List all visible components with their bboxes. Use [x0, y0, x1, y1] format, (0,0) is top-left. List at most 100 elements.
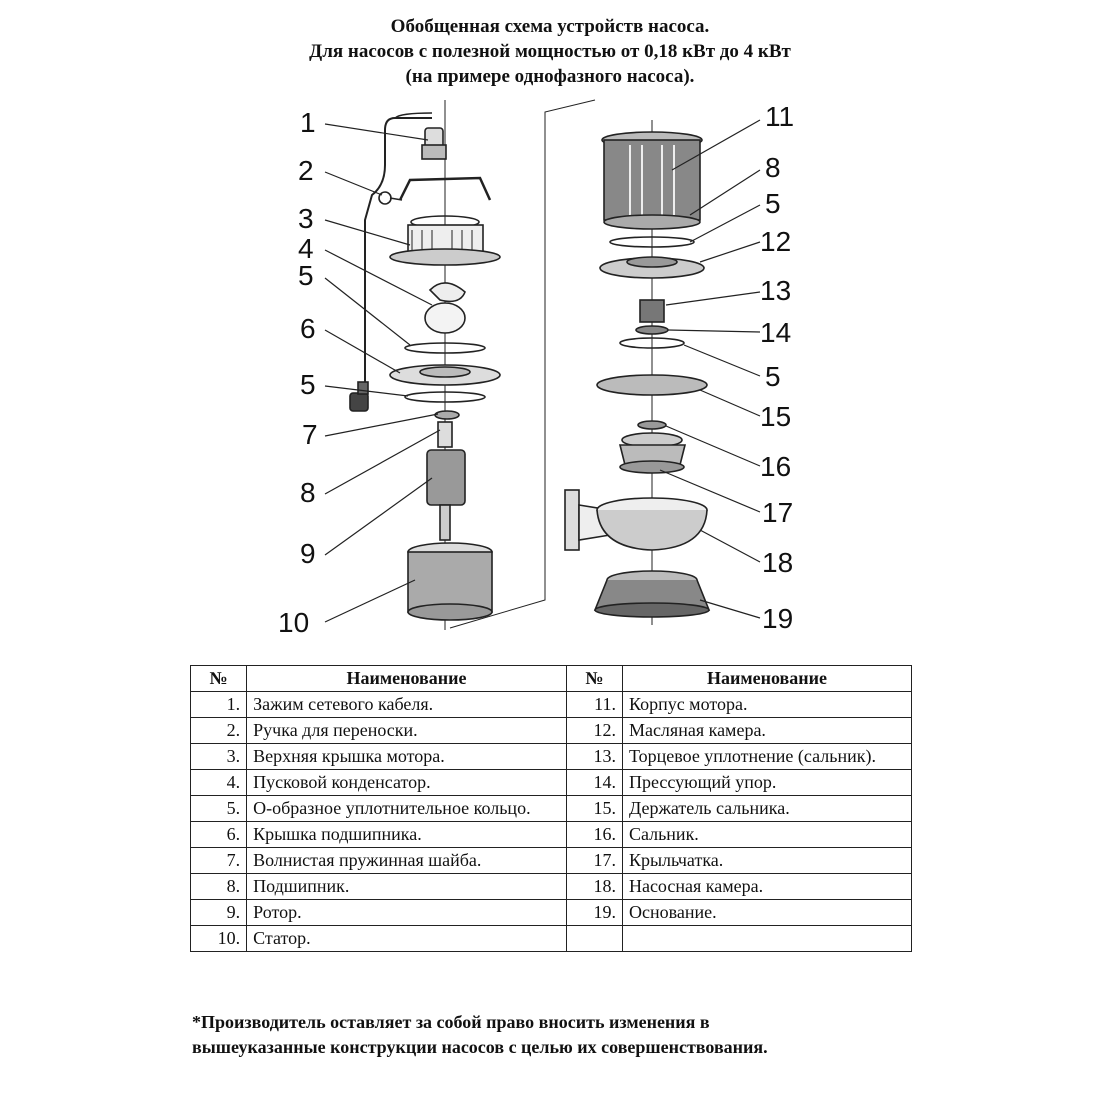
part-name-left: Пусковой конденсатор. — [246, 769, 567, 796]
mechanical-seal-part — [639, 299, 665, 323]
carry-handle-part — [378, 176, 492, 205]
part-name-right: Масляная камера. — [621, 717, 913, 744]
part-number-right: 15. — [565, 795, 623, 822]
power-plug-part — [349, 381, 369, 412]
part-number-right: 18. — [565, 873, 623, 900]
parts-table-header: № Наименование № Наименование — [189, 665, 913, 692]
table-row: 10.Статор. — [189, 925, 913, 952]
table-row: 1.Зажим сетевого кабеля.11.Корпус мотора… — [189, 691, 913, 718]
part-name-left: Верхняя крышка мотора. — [246, 743, 567, 770]
part-name-left: Ротор. — [246, 899, 567, 926]
pump-chamber-part — [564, 489, 708, 551]
table-row: 4.Пусковой конденсатор.14.Прессующий упо… — [189, 769, 913, 796]
left-callout-7: 5 — [300, 369, 316, 400]
table-row: 7.Волнистая пружинная шайба.17.Крыльчатк… — [189, 847, 913, 874]
part-number-left: 3. — [189, 743, 248, 770]
pump-base-part — [593, 570, 711, 618]
part-name-left: Волнистая пружинная шайба. — [246, 847, 567, 874]
header-number-2: № — [565, 665, 623, 692]
part-number-right: 13. — [565, 743, 623, 770]
o-ring-part-right-upper — [609, 236, 695, 248]
part-name-left: Подшипник. — [246, 873, 567, 900]
right-callout-11: 18 — [762, 547, 793, 578]
part-name-left: О-образное уплотнительное кольцо. — [246, 795, 567, 822]
part-number-right: 12. — [565, 717, 623, 744]
part-number-left: 1. — [189, 691, 248, 718]
left-callout-6: 6 — [300, 313, 316, 344]
part-name-right: Крыльчатка. — [621, 847, 913, 874]
left-callout-8: 7 — [302, 419, 318, 450]
title-line-1: Обобщенная схема устройств насоса. — [390, 16, 710, 37]
table-row: 9.Ротор.19.Основание. — [189, 899, 913, 926]
seal-holder-part — [596, 374, 708, 396]
part-name-right: Сальник. — [621, 821, 913, 848]
rotor-part — [426, 421, 466, 541]
stator-part — [407, 542, 493, 621]
part-name-right: Держатель сальника. — [621, 795, 913, 822]
motor-housing-part — [601, 131, 703, 230]
part-number-left: 2. — [189, 717, 248, 744]
left-callout-2: 2 — [298, 155, 314, 186]
part-number-left: 9. — [189, 899, 248, 926]
o-ring-part-lower — [404, 391, 486, 403]
right-callout-5: 13 — [760, 275, 791, 306]
table-row: 2.Ручка для переноски.12.Масляная камера… — [189, 717, 913, 744]
oil-chamber-part — [599, 256, 705, 279]
right-leader-lines — [659, 119, 761, 619]
part-name-left: Крышка подшипника. — [246, 821, 567, 848]
footnote-line-2: вышеуказанные конструкции насосов с цель… — [192, 1037, 768, 1057]
part-name-right: Основание. — [621, 899, 913, 926]
part-name-right: Насосная камера. — [621, 873, 913, 900]
motor-top-cover-part — [389, 215, 501, 266]
right-callout-10: 17 — [762, 497, 793, 528]
part-number-left: 7. — [189, 847, 248, 874]
table-row: 3.Верхняя крышка мотора.13.Торцевое упло… — [189, 743, 913, 770]
capacitor-part — [424, 282, 466, 334]
parts-table: № Наименование № Наименование 1.Зажим се… — [189, 665, 913, 952]
title-line-2: Для насосов с полезной мощностью от 0,18… — [309, 41, 791, 62]
part-number-right — [565, 925, 623, 952]
header-number-1: № — [189, 665, 248, 692]
right-callout-7: 5 — [765, 361, 781, 392]
right-callout-12: 19 — [762, 603, 793, 634]
part-number-right: 17. — [565, 847, 623, 874]
right-callout-6: 14 — [760, 317, 791, 348]
part-number-right: 16. — [565, 821, 623, 848]
part-number-left: 5. — [189, 795, 248, 822]
part-number-right: 14. — [565, 769, 623, 796]
o-ring-part-upper — [404, 342, 486, 354]
right-callout-8: 15 — [760, 401, 791, 432]
left-callout-9: 8 — [300, 477, 316, 508]
part-name-right: Корпус мотора. — [621, 691, 913, 718]
part-number-left: 4. — [189, 769, 248, 796]
table-row: 6.Крышка подшипника.16.Сальник. — [189, 821, 913, 848]
left-callout-3: 3 — [298, 203, 314, 234]
part-number-left: 8. — [189, 873, 248, 900]
right-callout-2: 8 — [765, 152, 781, 183]
left-callout-1: 1 — [300, 107, 316, 138]
seal-part — [637, 420, 667, 430]
right-callout-4: 12 — [760, 226, 791, 257]
part-number-right: 11. — [565, 691, 623, 718]
o-ring-part-right-lower — [619, 337, 685, 349]
part-number-left: 10. — [189, 925, 248, 952]
table-row: 5.О-образное уплотнительное кольцо.15.Де… — [189, 795, 913, 822]
header-name-2: Наименование — [621, 665, 913, 692]
right-callout-9: 16 — [760, 451, 791, 482]
part-number-left: 6. — [189, 821, 248, 848]
impeller-part — [618, 432, 687, 474]
left-leader-lines — [324, 123, 441, 623]
header-name-1: Наименование — [246, 665, 567, 692]
part-name-right: Торцевое уплотнение (сальник). — [621, 743, 913, 770]
left-callout-11: 10 — [278, 607, 309, 638]
right-callout-3: 5 — [765, 188, 781, 219]
press-stop-part — [635, 325, 669, 335]
left-callout-4: 4 — [298, 233, 314, 264]
title-line-3: (на примере однофазного насоса). — [405, 66, 695, 87]
wave-washer-part — [434, 410, 460, 420]
bearing-cover-part — [389, 364, 501, 386]
diagram-title: Обобщенная схема устройств насоса. Для н… — [0, 14, 1100, 89]
